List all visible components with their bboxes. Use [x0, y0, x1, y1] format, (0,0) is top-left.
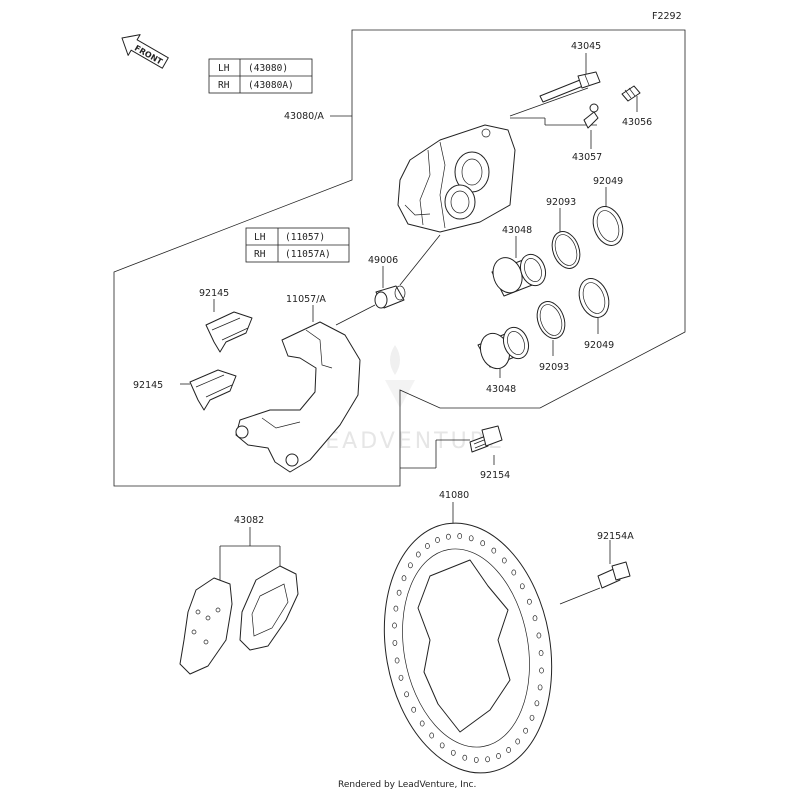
disc-hole: [392, 639, 398, 646]
label-disc: 41080: [439, 490, 469, 501]
disc-hole: [527, 598, 532, 605]
disc-hole: [401, 575, 407, 582]
piston-seal-92049-bottom: [578, 278, 610, 318]
caliper-table: LH (43080) RH (43080A): [208, 58, 313, 94]
label-piston-top: 43048: [502, 225, 532, 236]
pad-spring-top: [205, 311, 253, 353]
label-bolt: 92154: [480, 470, 510, 481]
brake-disc: [383, 522, 553, 774]
label-seal-a-top: 92049: [593, 176, 623, 187]
label-bleeder: 43056: [622, 117, 652, 128]
bracket-table-part-lh: (11057): [285, 232, 325, 243]
bleeder-valve: [621, 85, 641, 102]
figure-code: F2292: [652, 11, 682, 22]
disc-hole: [419, 720, 425, 727]
disc-hole: [539, 667, 544, 674]
brake-pad-right: [239, 565, 299, 651]
disc-hole: [398, 674, 404, 681]
caliper-table-part-lh: (43080): [248, 63, 288, 74]
label-cap: 43057: [572, 152, 602, 163]
disc-hole: [532, 615, 538, 622]
disc-hole: [515, 738, 521, 745]
disc-hole: [429, 732, 435, 739]
disc-hole: [468, 535, 474, 542]
piston-43048-bottom: [477, 326, 530, 370]
disc-hole: [529, 714, 535, 721]
disc-hole: [537, 684, 543, 691]
disc-hole: [473, 756, 479, 763]
disc-hole: [506, 747, 511, 753]
caliper-bracket: [235, 321, 361, 473]
disc-hole: [457, 533, 463, 540]
label-seal-b-bottom: 92093: [539, 362, 569, 373]
disc-hole: [408, 562, 413, 569]
caliper-table-side-rh: RH: [218, 80, 230, 91]
label-boot: 49006: [368, 255, 398, 266]
label-spring-top: 92145: [199, 288, 229, 299]
disc-hole: [415, 551, 421, 558]
footer-credit: Rendered by LeadVenture, Inc.: [338, 780, 476, 790]
pad-spring-bottom: [189, 369, 237, 411]
slide-pin: [539, 71, 601, 103]
caliper-table-part-rh: (43080A): [248, 80, 294, 91]
disc-hole: [534, 700, 540, 707]
disc-hole: [411, 706, 417, 713]
disc-hole: [462, 754, 468, 761]
bracket-table-side-lh: LH: [254, 232, 266, 243]
disc-hole: [536, 632, 542, 639]
dust-seal-92093-top: [551, 231, 581, 269]
disc-hole: [404, 691, 409, 698]
disc-hole: [396, 589, 402, 596]
dust-seal-92093-bottom: [536, 301, 566, 339]
assembly-frame: [113, 29, 686, 487]
disc-hole: [392, 622, 397, 629]
disc-hole: [446, 533, 451, 540]
disc-hole: [480, 540, 486, 547]
disc-hole: [501, 557, 507, 564]
disc-hole: [491, 547, 497, 554]
disc-hole: [394, 657, 400, 664]
label-spring-bottom: 92145: [133, 380, 163, 391]
piston-seal-92049-top: [592, 206, 624, 246]
caliper-table-side-lh: LH: [218, 63, 230, 74]
disc-hole: [485, 756, 490, 763]
front-arrow-icon: FRONT: [121, 34, 169, 69]
disc-hole: [425, 543, 430, 549]
disc-hole: [519, 583, 525, 590]
disc-bolt: [597, 561, 631, 589]
bracket-table-part-rh: (11057A): [285, 249, 331, 260]
caliper-bolt: [469, 425, 503, 453]
label-bracket: 11057/A: [286, 294, 326, 305]
caliper-body: [397, 124, 516, 233]
label-pads: 43082: [234, 515, 264, 526]
disc-hole: [511, 569, 517, 576]
label-seal-b-top: 92093: [546, 197, 576, 208]
label-caliper-assy: 43080/A: [284, 111, 324, 122]
label-piston-bottom: 43048: [486, 384, 516, 395]
disc-hole: [393, 605, 399, 612]
brake-pad-left: [179, 577, 233, 675]
disc-hole: [523, 727, 528, 734]
label-pin: 43045: [571, 41, 601, 52]
pin-boot: [374, 285, 406, 309]
disc-hole: [435, 537, 440, 543]
label-disc-bolt: 92154A: [597, 531, 634, 542]
disc-hole: [496, 753, 501, 759]
disc-hole: [450, 749, 456, 756]
label-seal-a-bottom: 92049: [584, 340, 614, 351]
disc-hole: [538, 650, 544, 657]
bleeder-cap: [583, 103, 599, 129]
bracket-table-side-rh: RH: [254, 249, 266, 260]
disc-hole: [439, 742, 445, 749]
piston-43048-top: [491, 253, 547, 297]
bracket-table: LH (11057) RH (11057A): [245, 227, 350, 263]
